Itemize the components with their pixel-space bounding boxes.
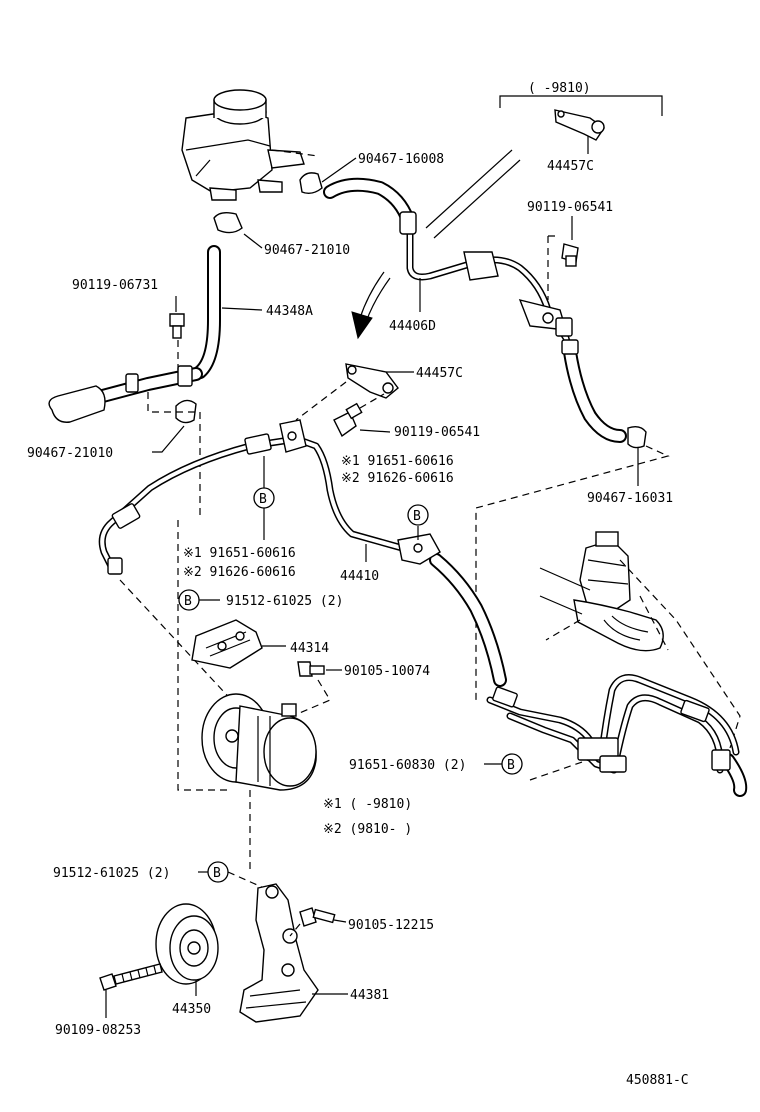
label-90467-21010-left: 90467-21010 xyxy=(27,446,113,461)
note-1: ※1 ( -9810) xyxy=(323,797,412,812)
label-n2-91626-60616-right: ※2 91626-60616 xyxy=(341,471,454,486)
label-44314: 44314 xyxy=(290,641,329,656)
callout-91512-61025-lower: 91512-61025 (2) B xyxy=(53,861,265,889)
label-n1-91651-60616-right: ※1 91651-60616 xyxy=(341,454,454,469)
bracket-44457c-mid: 44457C xyxy=(295,363,463,421)
diagram-id: 450881-C xyxy=(626,1073,689,1088)
label-91512-61025-lower: 91512-61025 (2) xyxy=(53,866,170,881)
label-91651-60830: 91651-60830 (2) xyxy=(349,758,466,773)
clamp-90467-21010-top: 90467-21010 xyxy=(213,211,350,258)
pressure-tube-44410: 44410 xyxy=(98,419,507,721)
label-90467-16008: 90467-16008 xyxy=(358,152,444,167)
label-90119-06541-top: 90119-06541 xyxy=(527,200,613,215)
clamp-90467-16031: 90467-16031 xyxy=(475,425,673,700)
reservoir-tank xyxy=(181,89,319,201)
return-hose-44406d: 44406D xyxy=(323,149,627,443)
gasket-notes-left: B ※1 91651-60616 ※2 91626-60616 xyxy=(183,456,296,580)
label-n1-91651-60616-left: ※1 91651-60616 xyxy=(183,546,296,561)
callout-b-right-letter: B xyxy=(413,509,421,524)
bolt-90105-12215: 90105-12215 xyxy=(289,907,434,937)
label-44406d: 44406D xyxy=(389,319,436,334)
label-44350: 44350 xyxy=(172,1002,211,1017)
cover-44314: 44314 xyxy=(191,619,329,669)
callout-b-left-letter: B xyxy=(259,492,267,507)
label-90105-12215: 90105-12215 xyxy=(348,918,434,933)
idler-pulley-44350: 44350 xyxy=(155,903,219,1017)
range-header-top: ( -9810) xyxy=(528,81,591,96)
label-90467-16031: 90467-16031 xyxy=(587,491,673,506)
range-notes: ※1 ( -9810) ※2 (9810- ) xyxy=(323,797,412,837)
callout-b-lower-letter: B xyxy=(213,866,221,881)
label-n2-91626-60616-left: ※2 91626-60616 xyxy=(183,565,296,580)
bolt-90119-06541-top: 90119-06541 xyxy=(527,200,613,300)
power-steering-pump xyxy=(201,693,317,870)
steering-gear xyxy=(539,531,741,749)
label-91512-61025-upper: 91512-61025 (2) xyxy=(226,594,343,609)
bolt-90119-06731: 90119-06731 xyxy=(72,278,185,370)
bolt-90109-08253: 90109-08253 xyxy=(55,963,163,1038)
label-90105-10074: 90105-10074 xyxy=(344,664,430,679)
callout-91512-61025-upper: B 91512-61025 (2) xyxy=(177,520,343,791)
flow-arrows xyxy=(351,271,391,340)
callout-b-60830-letter: B xyxy=(507,758,515,773)
callout-b-upper-letter: B xyxy=(184,594,192,609)
clamp-90467-16008: 90467-16008 xyxy=(299,152,444,195)
gasket-notes-right: ※1 91651-60616 ※2 91626-60616 B xyxy=(341,454,454,540)
callout-91651-60830: 91651-60830 (2) B xyxy=(349,753,523,775)
gear-lines xyxy=(486,674,748,797)
label-44410: 44410 xyxy=(340,569,379,584)
suction-hose-44348a: 44348A xyxy=(48,245,313,423)
bracket-44381: 44381 xyxy=(239,883,389,1023)
label-44457c-mid: 44457C xyxy=(416,366,463,381)
label-90119-06541-mid: 90119-06541 xyxy=(394,425,480,440)
label-44348a: 44348A xyxy=(266,304,313,319)
note-2: ※2 (9810- ) xyxy=(323,822,412,837)
bolt-90119-06541-mid: 90119-06541 xyxy=(333,393,480,440)
label-44457c-top: 44457C xyxy=(547,159,594,174)
label-90467-21010-top: 90467-21010 xyxy=(264,243,350,258)
range-bracket-top: ( -9810) xyxy=(499,81,663,116)
bolt-90105-10074: 90105-10074 xyxy=(287,661,430,719)
label-44381: 44381 xyxy=(350,988,389,1003)
callout-b-right xyxy=(407,504,429,526)
label-90109-08253: 90109-08253 xyxy=(55,1023,141,1038)
bracket-44457c-top: 44457C xyxy=(547,109,605,174)
label-90119-06731: 90119-06731 xyxy=(72,278,158,293)
